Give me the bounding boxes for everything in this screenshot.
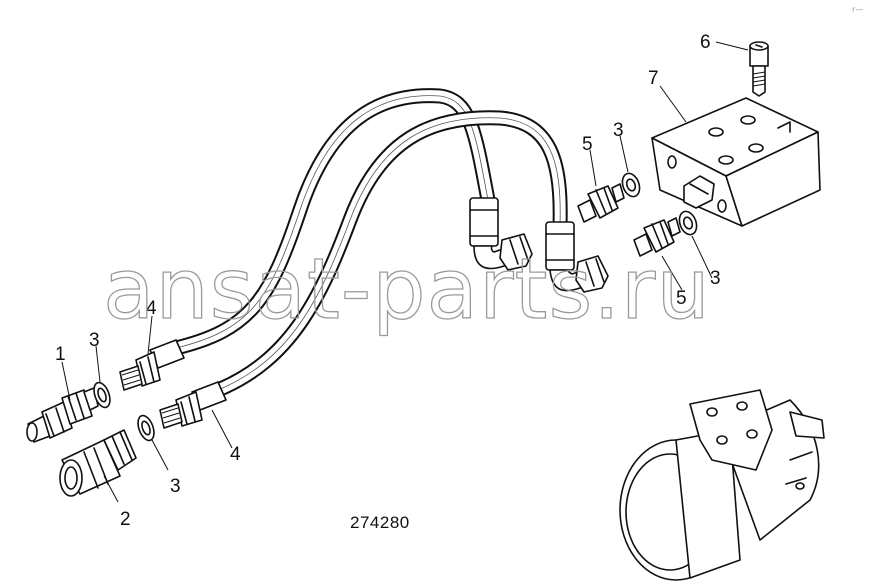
hose-end-fitting-left-lower <box>159 381 227 429</box>
callout-3-right-upper: 3 <box>613 120 624 141</box>
quick-coupling-female <box>59 429 137 497</box>
hose-assembly-lower <box>210 110 568 398</box>
sealing-washer-b <box>137 414 155 442</box>
callout-7: 7 <box>648 68 659 89</box>
sealing-washer-c <box>621 172 641 198</box>
hose-end-fitting-left-upper <box>119 339 185 391</box>
cap-screw <box>749 41 769 97</box>
hose-end-elbow-upper <box>469 197 533 271</box>
callout-3-left-lower: 3 <box>170 476 181 497</box>
callout-5-lower: 5 <box>676 288 687 309</box>
sealing-washer-d <box>678 210 698 236</box>
callout-3-left-upper: 3 <box>89 330 100 351</box>
adapter-fitting-upper <box>577 183 625 223</box>
quick-coupling-male <box>26 387 99 443</box>
callout-3-right-lower: 3 <box>710 268 721 289</box>
leader-lines <box>61 41 749 503</box>
callout-5-upper: 5 <box>582 134 593 155</box>
sealing-washer-a <box>93 381 111 409</box>
hose-end-elbow-lower <box>545 221 609 293</box>
watermark: ansat-parts.ru <box>103 240 711 338</box>
corner-mark: r— <box>852 5 863 14</box>
hydraulic-motor <box>619 389 825 581</box>
callout-4-upper: 4 <box>146 298 157 319</box>
drawing-number: 274280 <box>350 513 410 532</box>
valve-block <box>651 97 821 227</box>
callout-1: 1 <box>55 344 66 365</box>
callout-4-lower: 4 <box>230 444 241 465</box>
callout-2: 2 <box>120 509 131 530</box>
adapter-fitting-lower <box>633 217 681 257</box>
callout-6: 6 <box>700 32 711 53</box>
